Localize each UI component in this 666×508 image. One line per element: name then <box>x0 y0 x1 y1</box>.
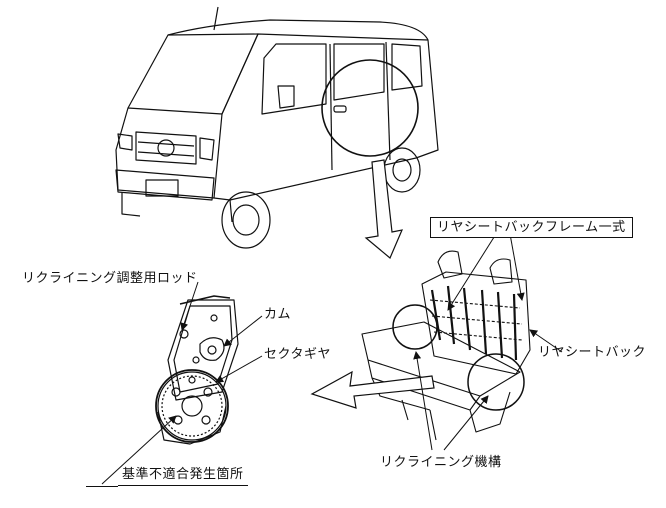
van-illustration <box>115 6 439 249</box>
label-recliner-mechanism: リクライニング機構 <box>380 455 502 470</box>
seat-highlight-left <box>392 304 438 350</box>
label-sector-gear: セクタギヤ <box>264 347 331 362</box>
seat-illustration <box>361 250 531 441</box>
label-seat-back: リヤシートバック <box>538 345 647 360</box>
defect-label-underline-extension <box>86 486 118 487</box>
label-defect-location: 基準不適合発生箇所 <box>118 468 248 486</box>
down-arrow <box>364 159 404 259</box>
label-cam: カム <box>264 307 292 322</box>
left-arrow <box>310 370 435 409</box>
label-recliner-rod: リクライニング調整用ロッド <box>22 271 198 286</box>
seat-highlight-right <box>467 353 525 411</box>
recliner-detail-illustration <box>157 295 239 445</box>
van-highlight-circle <box>321 59 419 157</box>
defect-highlight <box>155 369 229 443</box>
leader-lines <box>101 233 563 485</box>
label-frame-assembly: リヤシートバックフレーム一式 <box>430 217 633 238</box>
